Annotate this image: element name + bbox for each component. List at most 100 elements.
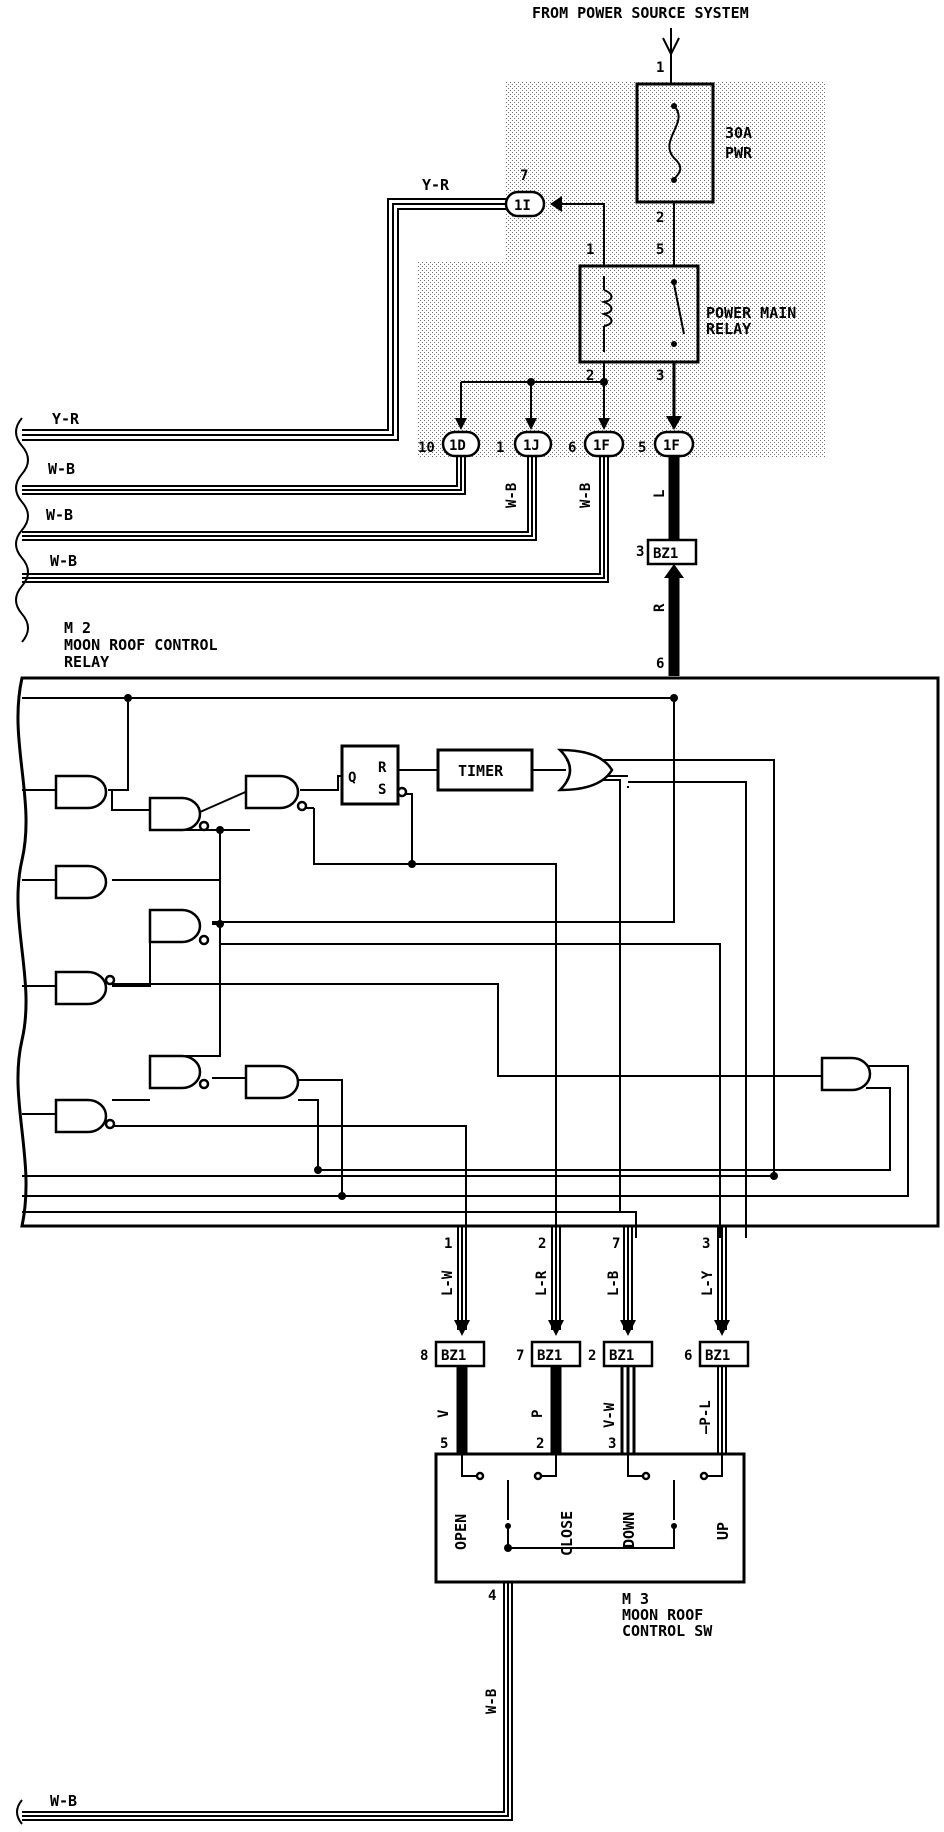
m3-switch-contacts bbox=[461, 1454, 723, 1552]
wire-l: L bbox=[652, 490, 668, 498]
c1f-a-pin: 6 bbox=[568, 440, 576, 456]
relay-pin5: 5 bbox=[656, 242, 664, 258]
ground-break bbox=[16, 1799, 23, 1825]
m2-name-line2: RELAY bbox=[64, 653, 109, 671]
connector-bz1-8-label: BZ1 bbox=[441, 1348, 466, 1364]
fuse-rating: 30A bbox=[725, 124, 752, 142]
ff-r: R bbox=[378, 760, 387, 776]
relay-pin1: 1 bbox=[586, 242, 594, 258]
switch-up: UP bbox=[714, 1522, 732, 1540]
connector-1d-label: 1D bbox=[449, 438, 466, 454]
wire-v: V bbox=[436, 1409, 452, 1418]
wire-wb-2 bbox=[22, 456, 537, 541]
m3-name-line2: CONTROL SW bbox=[622, 1622, 713, 1640]
m3-pin-5: 5 bbox=[440, 1436, 448, 1452]
m3-pin-3: 3 bbox=[608, 1436, 616, 1452]
connector-bz1-6 bbox=[698, 1340, 750, 1368]
bz4-pin: 6 bbox=[684, 1348, 692, 1364]
fuse-pin-bottom: 2 bbox=[656, 210, 664, 226]
bz3-pin: 2 bbox=[588, 1348, 596, 1364]
m2-relay-box bbox=[16, 676, 940, 1228]
m3-code: M 3 bbox=[622, 1590, 649, 1608]
wire-vw-lines bbox=[620, 1366, 636, 1454]
m3-name-line1: MOON ROOF bbox=[622, 1606, 703, 1624]
output-wires bbox=[454, 1226, 730, 1336]
ff-s: S bbox=[378, 782, 386, 798]
relay-coil bbox=[600, 276, 613, 352]
switch-open: OPEN bbox=[452, 1514, 470, 1550]
wire-left-wb2: W-B bbox=[46, 506, 73, 524]
c1i-pin: 7 bbox=[520, 168, 528, 184]
relay-switch bbox=[671, 279, 685, 347]
m2-internal-wiring bbox=[22, 694, 909, 1238]
wire-gnd-h: W-B bbox=[50, 1792, 77, 1810]
wire-vert-wb1: W-B bbox=[504, 483, 520, 508]
switch-down: DOWN bbox=[620, 1512, 638, 1548]
m3-switch-box bbox=[434, 1452, 746, 1584]
or-gate bbox=[556, 748, 614, 792]
connector-bz1-2-label: BZ1 bbox=[609, 1348, 634, 1364]
ff-q: Q bbox=[348, 770, 356, 786]
wire-vw: V-W bbox=[602, 1402, 618, 1428]
source-label: FROM POWER SOURCE SYSTEM bbox=[532, 4, 749, 22]
m2-pin-top: 6 bbox=[656, 656, 664, 672]
connector-bz1-7-label: BZ1 bbox=[537, 1348, 562, 1364]
connector-1j-label: 1J bbox=[523, 438, 540, 454]
connector-bz1-7 bbox=[530, 1340, 582, 1368]
relay-name-line2: RELAY bbox=[706, 320, 751, 338]
junction-block-shading bbox=[418, 82, 826, 458]
connector-1f-b-label: 1F bbox=[663, 438, 680, 454]
wire-lb: L-B bbox=[606, 1271, 622, 1296]
m2-pin-2: 2 bbox=[538, 1236, 546, 1252]
relay-name-line1: POWER MAIN bbox=[706, 304, 796, 322]
timer-label: TIMER bbox=[458, 762, 504, 780]
m2-pin-7: 7 bbox=[612, 1236, 620, 1252]
bz1-pin: 8 bbox=[420, 1348, 428, 1364]
m2-name-line1: MOON ROOF CONTROL bbox=[64, 636, 218, 654]
source-arrow bbox=[662, 28, 680, 84]
c1j-pin: 1 bbox=[496, 440, 504, 456]
wire-lr: L-R bbox=[534, 1270, 550, 1296]
m2-code: M 2 bbox=[64, 619, 91, 637]
connector-bz1-top-label: BZ1 bbox=[653, 546, 678, 562]
m2-pin-1: 1 bbox=[444, 1236, 452, 1252]
bz2-pin: 7 bbox=[516, 1348, 524, 1364]
wire-gnd-v: W-B bbox=[484, 1689, 500, 1714]
m3-pin-2: 2 bbox=[536, 1436, 544, 1452]
wire-p: P bbox=[530, 1410, 546, 1418]
connector-bz1-6-label: BZ1 bbox=[705, 1348, 730, 1364]
connector-1f-a-label: 1F bbox=[593, 438, 610, 454]
ground-wire bbox=[22, 1582, 513, 1821]
switch-close: CLOSE bbox=[558, 1511, 576, 1556]
relay-pin3: 3 bbox=[656, 368, 664, 384]
wire-ly: L-Y bbox=[700, 1270, 716, 1296]
wire-vert-wb2: W-B bbox=[578, 483, 594, 508]
c1f-b-pin: 5 bbox=[638, 440, 646, 456]
connector-1i-label: 1I bbox=[514, 198, 531, 214]
wire-yr bbox=[22, 198, 506, 441]
wire-wb-1 bbox=[22, 456, 466, 495]
timer-box bbox=[436, 748, 534, 792]
wire-left-wb1: W-B bbox=[48, 460, 75, 478]
bz-top-pin: 3 bbox=[636, 544, 644, 560]
wire-wb-3 bbox=[22, 456, 609, 583]
connector-bz1-8 bbox=[434, 1340, 486, 1368]
relay-pin2: 2 bbox=[586, 368, 594, 384]
power-main-relay-box bbox=[578, 264, 700, 364]
connector-bz1-top bbox=[646, 538, 698, 566]
m3-pin-4: 4 bbox=[488, 1588, 496, 1604]
connector-bz1-2 bbox=[602, 1340, 654, 1368]
wire-yr-top: Y-R bbox=[422, 176, 450, 194]
m2-pin-3: 3 bbox=[702, 1236, 710, 1252]
wire-r: R bbox=[652, 603, 668, 612]
wire-lw: L-W bbox=[440, 1270, 456, 1296]
fuse-pin-top: 1 bbox=[656, 60, 664, 76]
wire-left-wb3: W-B bbox=[50, 552, 77, 570]
wire-pl-lines bbox=[717, 1366, 727, 1454]
wire-left-yr: Y-R bbox=[52, 410, 80, 428]
rs-flip-flop bbox=[340, 744, 400, 806]
logic-gates bbox=[54, 748, 872, 1134]
fuse-symbol bbox=[668, 105, 682, 183]
fuse-name: PWR bbox=[725, 144, 753, 162]
